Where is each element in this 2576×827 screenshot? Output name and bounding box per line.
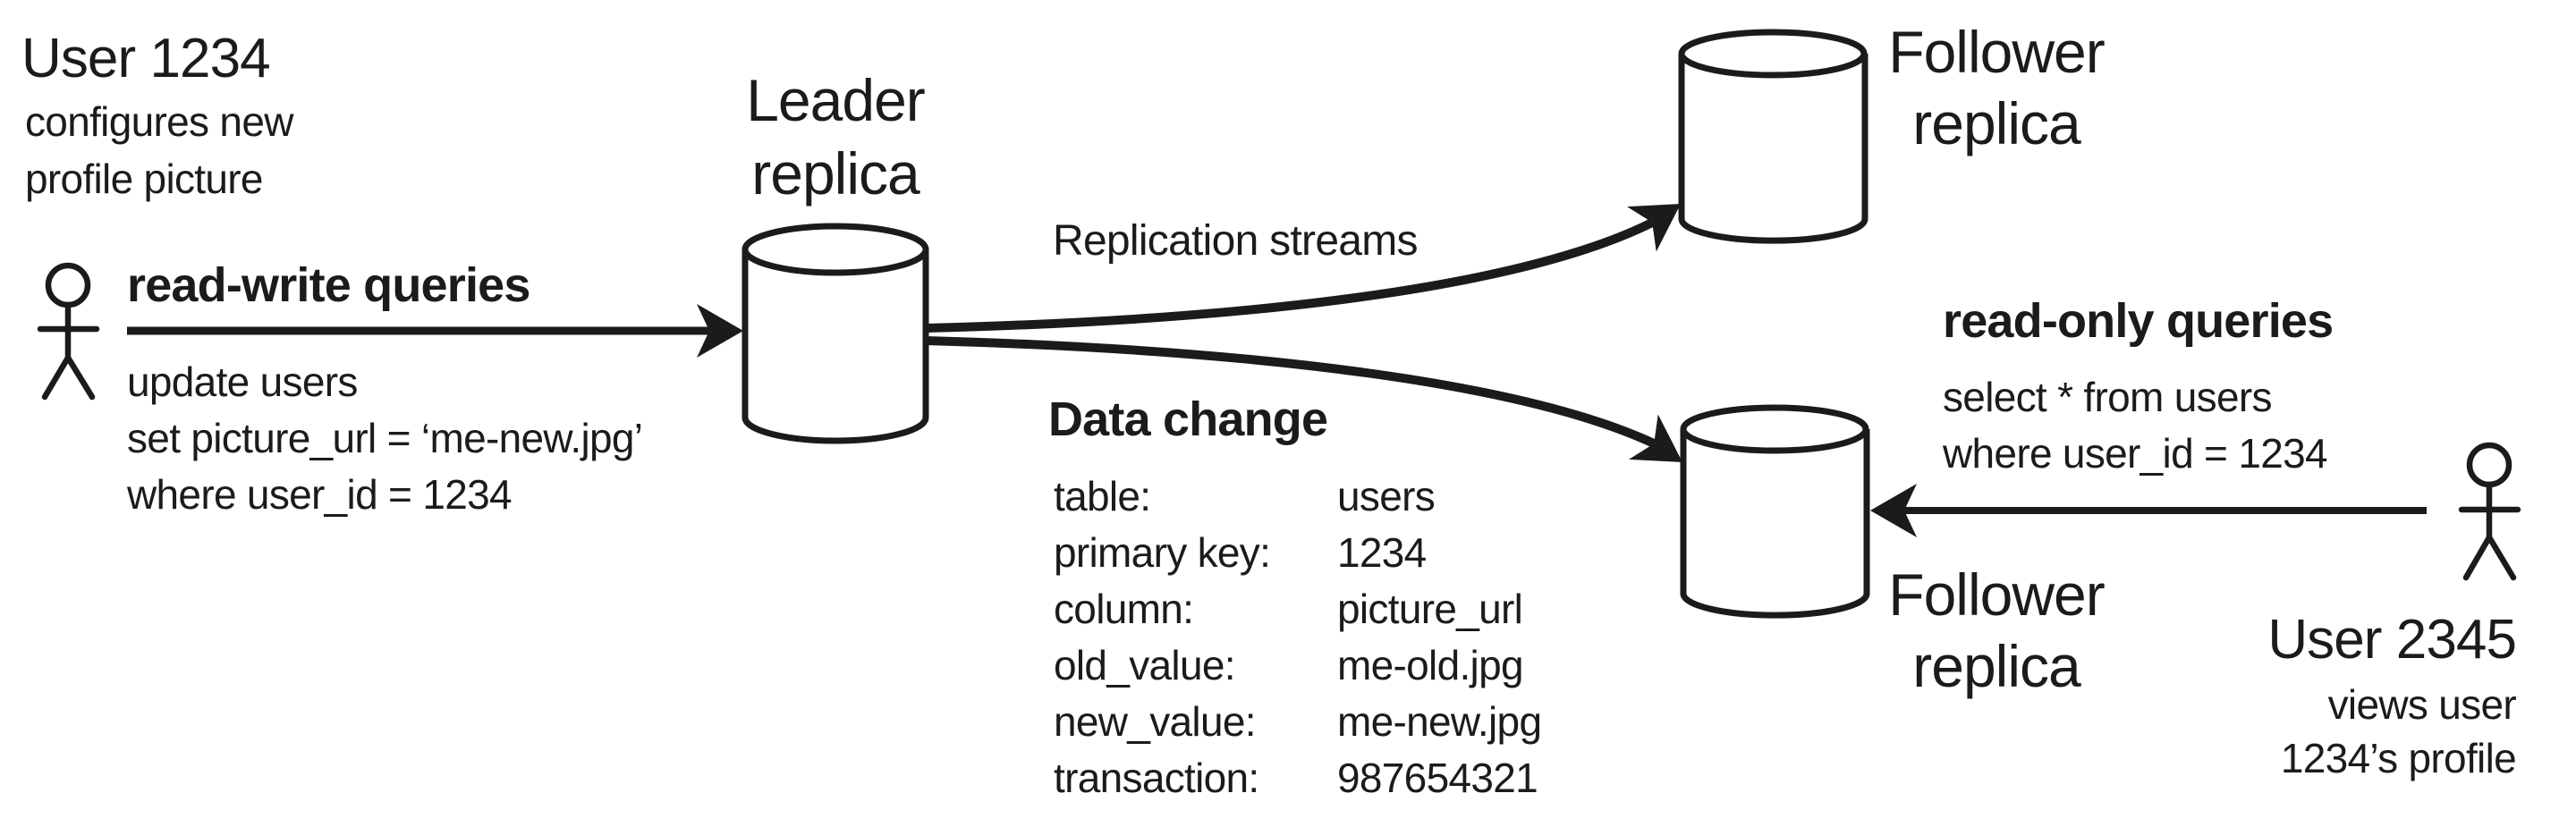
leader-cylinder-top (741, 223, 929, 276)
data-change-value: me-old.jpg (1337, 642, 1524, 688)
text-line: Follower (1888, 19, 2105, 85)
data-change-values: users 1234 picture_url me-old.jpg me-new… (1337, 468, 1542, 806)
read-only-query-text: select * from users where user_id = 1234 (1943, 369, 2328, 482)
replication-stream-arrow-top (925, 204, 1681, 333)
data-change-key: transaction: (1054, 755, 1259, 801)
user-2345-title: User 2345 (2267, 609, 2517, 671)
replication-stream-arrow-bottom (925, 336, 1682, 462)
follower-bottom-cylinder-icon (1680, 404, 1870, 619)
read-write-arrowhead (697, 304, 743, 358)
read-write-query-text: update users set picture_url = ‘me-new.j… (127, 354, 643, 523)
follower-bottom-label: Follower replica (1880, 559, 2113, 702)
text-line: select * from users (1943, 374, 2272, 420)
replication-stream-arrowhead-top (1627, 204, 1681, 252)
data-change-value: 987654321 (1337, 755, 1538, 801)
stick-figure-leg-left (2462, 534, 2493, 581)
stick-figure-leg-left (41, 354, 72, 401)
stick-figure-leg-right (64, 354, 96, 401)
follower-top-cylinder-top (1678, 29, 1868, 79)
user-1234-subtitle: configures new profile picture (25, 93, 293, 207)
follower-top-cylinder-body (1678, 54, 1868, 244)
data-change-key: old_value: (1054, 642, 1236, 688)
follower-bottom-cylinder-top (1680, 404, 1869, 454)
read-only-arrow (1870, 484, 2427, 537)
data-change-key: primary key: (1054, 529, 1271, 576)
stick-figure-head (45, 262, 91, 308)
data-change-key: column: (1054, 586, 1194, 632)
data-change-key: new_value: (1054, 698, 1257, 745)
stick-figure-head (2466, 442, 2512, 488)
follower-top-label: Follower replica (1880, 16, 2113, 159)
text-line: views user (2327, 681, 2517, 728)
text-line: replica (1912, 633, 2080, 699)
replication-stream-curve-top (925, 218, 1655, 333)
text-line: set picture_url = ‘me-new.jpg’ (127, 415, 643, 461)
user-1234-stick-figure-icon (37, 262, 100, 401)
text-line: update users (127, 359, 358, 405)
replication-stream-curve-bottom (925, 336, 1657, 448)
read-only-queries-label: read-only queries (1943, 294, 2334, 348)
text-line: where user_id = 1234 (127, 471, 513, 518)
data-change-value: 1234 (1337, 529, 1427, 576)
text-line: where user_id = 1234 (1943, 430, 2328, 477)
user-2345-stick-figure-icon (2458, 442, 2521, 581)
read-write-arrow (127, 304, 743, 358)
leader-replica-label: Leader replica (737, 63, 934, 210)
text-line: Follower (1888, 561, 2105, 628)
replication-stream-arrowhead-bottom (1629, 414, 1682, 462)
text-line: replica (1912, 90, 2080, 156)
text-line: configures new (25, 98, 293, 145)
leader-cylinder-body (741, 249, 929, 444)
leader-replica-cylinder-icon (741, 223, 929, 444)
stick-figure-leg-right (2486, 534, 2517, 581)
text-line: 1234’s profile (2280, 735, 2517, 781)
user-1234-title: User 1234 (21, 28, 271, 89)
text-line: profile picture (25, 156, 263, 202)
data-change-value: users (1337, 473, 1436, 519)
follower-top-cylinder-icon (1678, 29, 1868, 244)
text-line: Leader (746, 67, 926, 133)
follower-bottom-cylinder-body (1680, 429, 1870, 619)
text-line: replica (751, 140, 919, 207)
user-2345-subtitle: views user 1234’s profile (2280, 678, 2517, 785)
data-change-keys: table: primary key: column: old_value: n… (1054, 468, 1271, 806)
data-change-title: Data change (1048, 392, 1328, 446)
data-change-key: table: (1054, 473, 1151, 519)
data-change-value: picture_url (1337, 586, 1523, 632)
read-write-queries-label: read-write queries (127, 258, 530, 312)
replication-streams-label: Replication streams (1053, 217, 1419, 265)
read-only-arrowhead (1870, 484, 1917, 537)
data-change-value: me-new.jpg (1337, 698, 1542, 745)
